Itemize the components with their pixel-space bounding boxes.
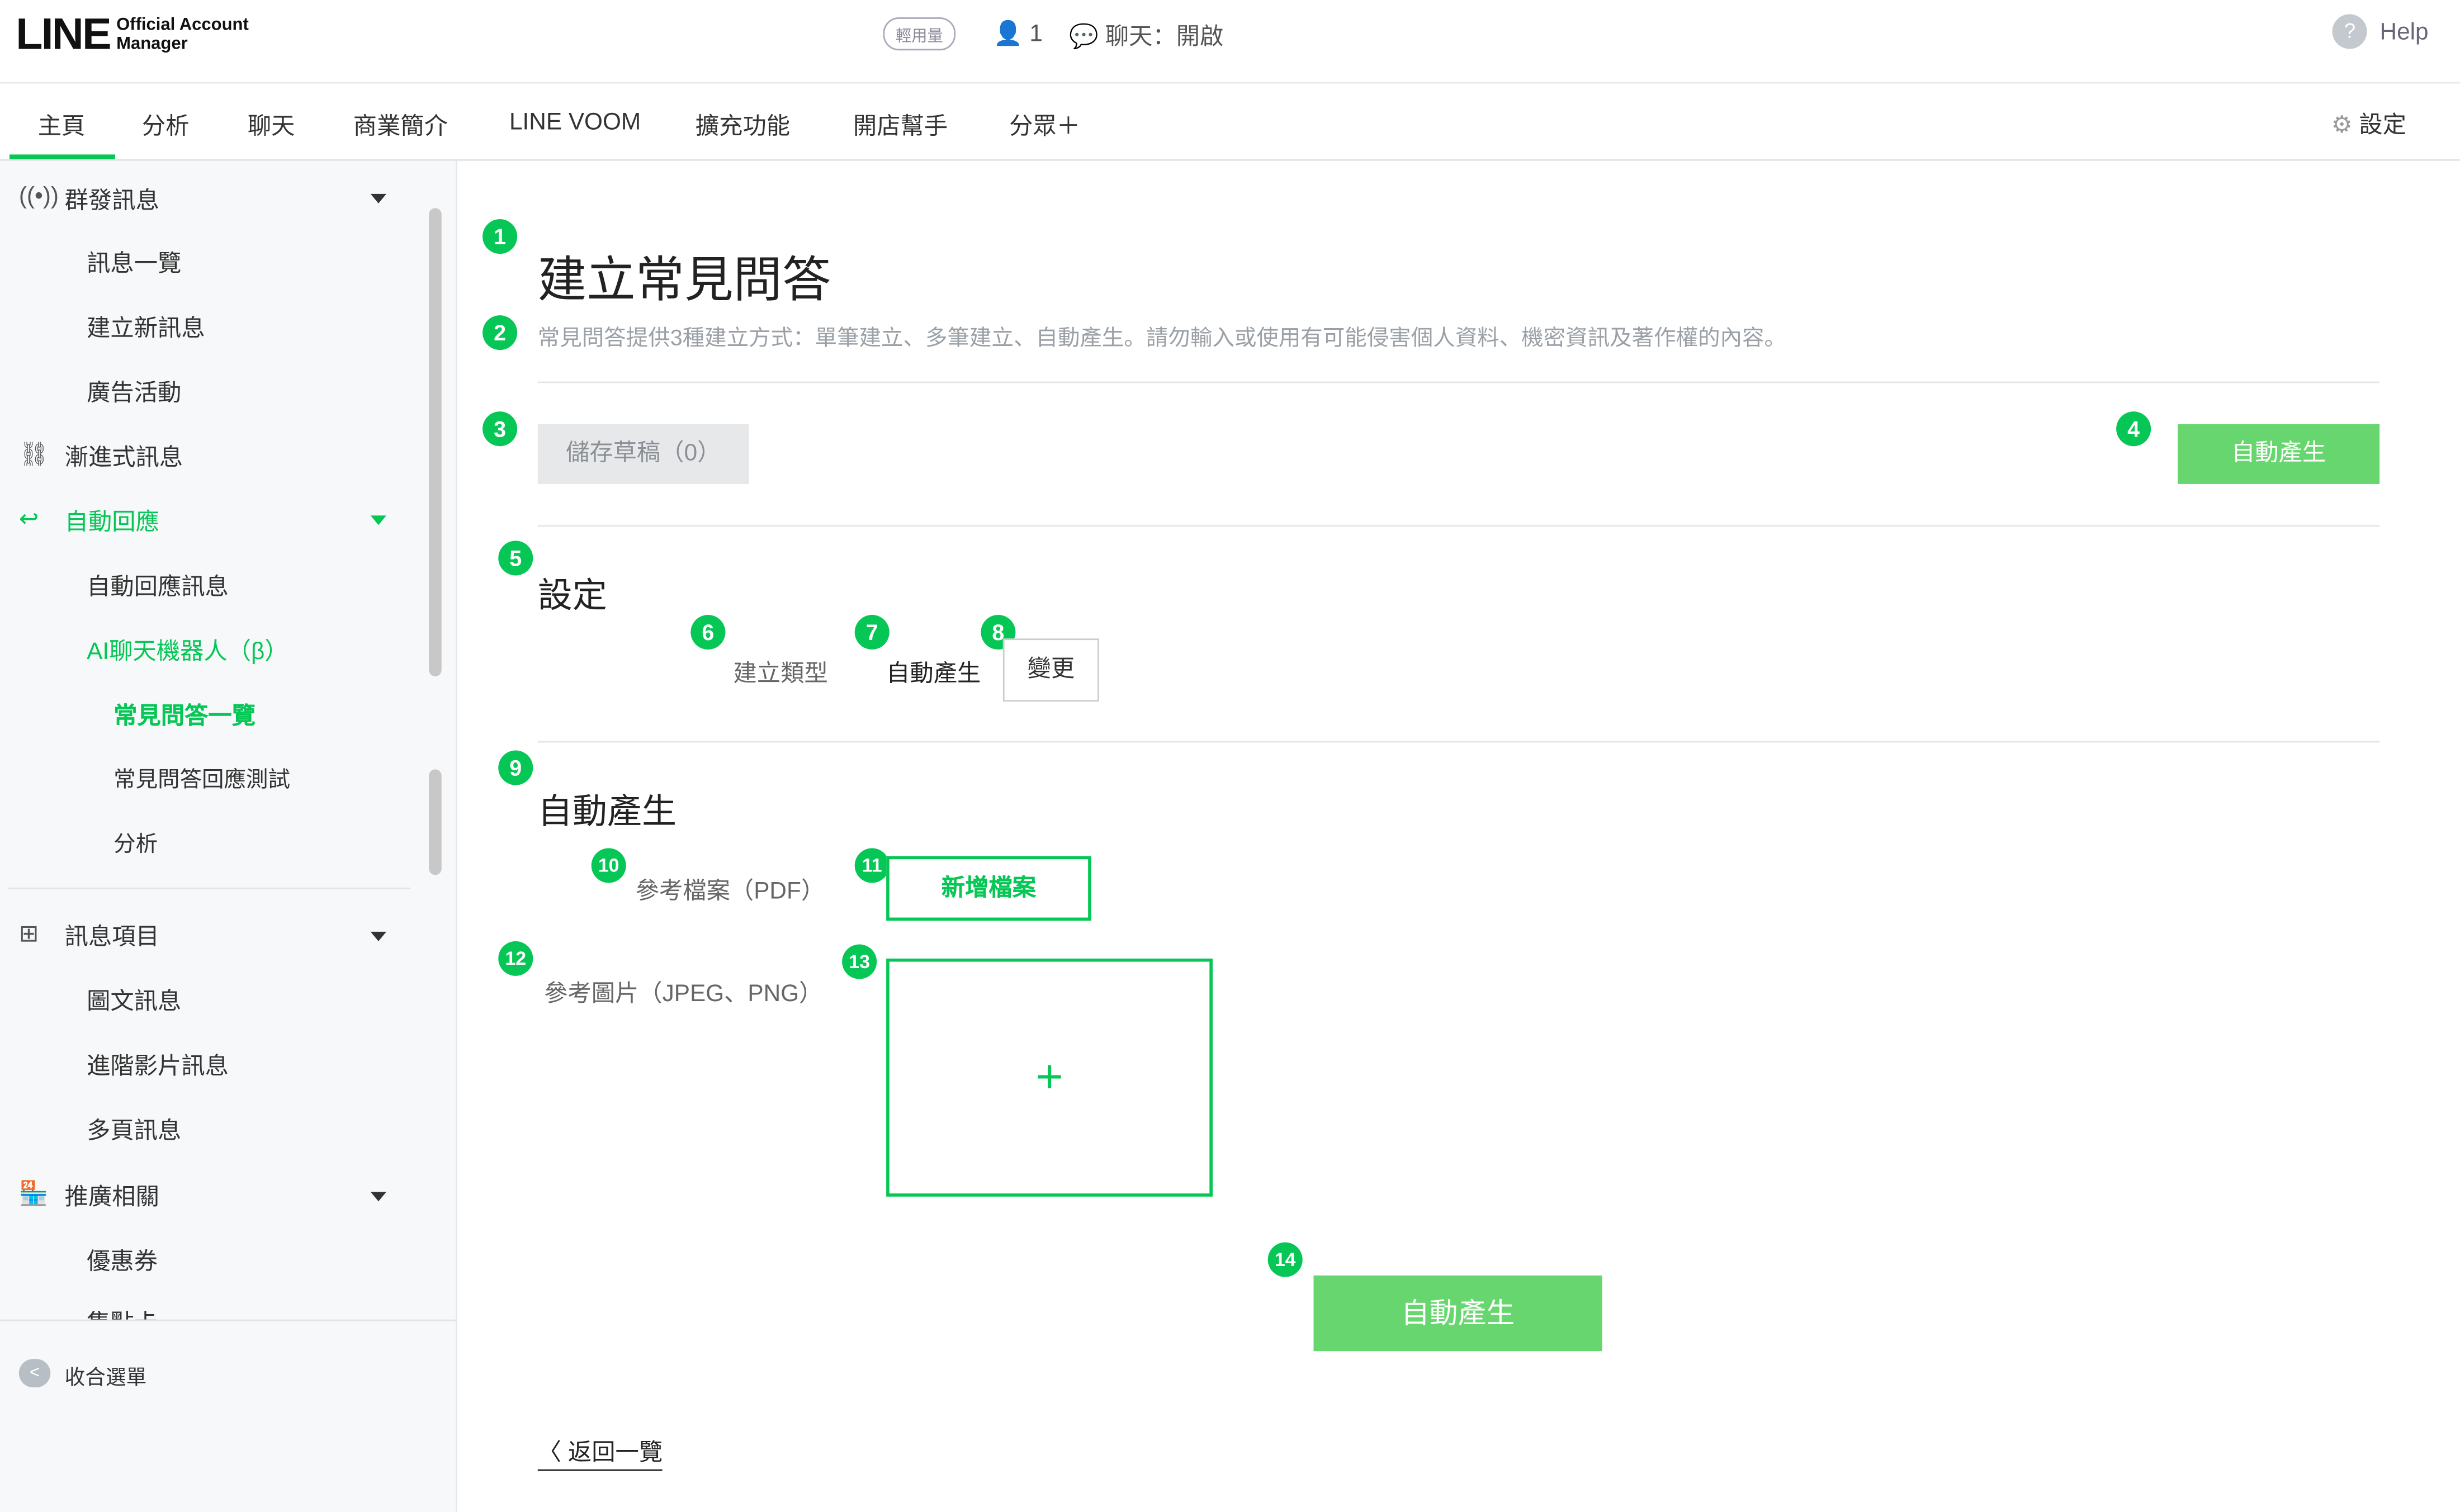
reply-icon: ↩ — [18, 506, 39, 533]
friends-count: 👤 1 — [993, 20, 1043, 48]
step-message-icon: ⛓ — [18, 441, 49, 468]
sidebar-item-new-message[interactable]: 建立新訊息 — [87, 315, 205, 343]
image-upload-area[interactable]: + — [886, 958, 1213, 1197]
annotation-badge: 11 — [854, 848, 890, 883]
annotation-badge: 7 — [854, 614, 890, 650]
sidebar-item-message-items[interactable]: 訊息項目 — [64, 923, 159, 951]
sidebar-item-faq-test[interactable]: 常見問答回應測試 — [113, 766, 290, 791]
page-description: 常見問答提供3種建立方式：單筆建立、多筆建立、自動產生。請勿輸入或使用有可能侵害… — [537, 325, 1787, 350]
sidebar-item-auto-reply[interactable]: 自動回應 — [64, 509, 159, 536]
change-button[interactable]: 變更 — [1002, 638, 1099, 702]
annotation-badge: 6 — [690, 614, 726, 650]
annotation-badge: 8 — [981, 614, 1016, 650]
chevron-left-icon: < — [18, 1359, 51, 1388]
help-link[interactable]: ?Help — [2332, 14, 2429, 49]
create-type-label: 建立類型 — [733, 660, 828, 688]
reference-file-label: 參考檔案（PDF） — [635, 878, 825, 905]
annotation-badge: 13 — [842, 944, 877, 979]
auto-generate-button[interactable]: 自動產生 — [1313, 1275, 1602, 1352]
chevron-down-icon[interactable] — [370, 515, 387, 525]
annotation-badge: 1 — [482, 219, 518, 254]
sidebar: ((•)) 群發訊息 訊息一覽 建立新訊息 廣告活動 ⛓ 漸進式訊息 ↩ 自動回… — [0, 160, 457, 1512]
reference-image-label: 參考圖片（JPEG、PNG） — [544, 980, 823, 1008]
chevron-left-icon: 〈 — [537, 1439, 562, 1467]
sidebar-item-analysis[interactable]: 分析 — [113, 831, 158, 856]
scrollbar[interactable] — [429, 208, 442, 676]
sidebar-item-message-list[interactable]: 訊息一覽 — [87, 250, 182, 278]
scrollbar[interactable] — [429, 769, 442, 875]
sidebar-item-faq-list[interactable]: 常見問答一覽 — [113, 703, 256, 730]
chat-status[interactable]: 💬 聊天：開啟 — [1069, 23, 1224, 51]
shop-icon: 🏪 — [18, 1181, 49, 1208]
sidebar-item-coupon[interactable]: 優惠券 — [87, 1248, 158, 1276]
annotation-badge: 3 — [482, 411, 518, 447]
help-icon: ? — [2332, 14, 2367, 49]
sidebar-item-video-message[interactable]: 進階影片訊息 — [87, 1053, 229, 1080]
active-tab-indicator — [9, 154, 115, 159]
tab-chat[interactable]: 聊天 — [247, 113, 295, 141]
sidebar-item-step-message[interactable]: 漸進式訊息 — [64, 444, 183, 472]
tab-analysis[interactable]: 分析 — [141, 113, 190, 141]
tab-shop-helper[interactable]: 開店幫手 — [853, 113, 948, 141]
add-file-button[interactable]: 新增檔案 — [886, 856, 1091, 921]
annotation-badge: 4 — [2116, 411, 2151, 447]
tab-segments[interactable]: 分眾＋ — [1009, 113, 1081, 141]
broadcast-icon: ((•)) — [18, 183, 59, 210]
create-type-value: 自動產生 — [886, 660, 981, 688]
chevron-down-icon[interactable] — [370, 931, 387, 941]
sidebar-item-auto-reply-message[interactable]: 自動回應訊息 — [87, 573, 229, 601]
tab-voom[interactable]: LINE VOOM — [509, 108, 641, 136]
annotation-badge: 2 — [482, 315, 518, 350]
chat-icon: 💬 — [1069, 23, 1099, 51]
annotation-badge: 14 — [1267, 1242, 1303, 1277]
annotation-badge: 5 — [498, 541, 533, 576]
page-title: 建立常見問答 — [537, 252, 831, 307]
annotation-badge: 9 — [498, 750, 533, 785]
plus-icon: + — [1035, 1050, 1063, 1103]
divider — [8, 887, 410, 889]
message-item-icon: ⊞ — [18, 921, 39, 948]
main-nav: 主頁 分析 聊天 商業簡介 LINE VOOM 擴充功能 開店幫手 分眾＋ ⚙ … — [0, 83, 2460, 161]
collapse-menu[interactable]: < 收合選單 — [0, 1319, 456, 1510]
sidebar-item-reward-card[interactable]: 集點卡 — [87, 1305, 158, 1320]
plan-badge: 輕用量 — [883, 17, 956, 51]
auto-generate-top-button[interactable]: 自動產生 — [2178, 424, 2380, 484]
sidebar-item-ai-bot[interactable]: AI聊天機器人（β） — [87, 638, 288, 666]
chevron-down-icon[interactable] — [370, 1192, 387, 1202]
sidebar-item-broadcast[interactable]: 群發訊息 — [64, 187, 159, 215]
save-draft-button[interactable]: 儲存草稿（0） — [537, 424, 749, 484]
sidebar-item-ad-campaign[interactable]: 廣告活動 — [87, 380, 182, 407]
annotation-badge: 12 — [498, 941, 533, 976]
sidebar-item-card-message[interactable]: 多頁訊息 — [87, 1117, 182, 1145]
tab-home[interactable]: 主頁 — [37, 113, 86, 141]
divider — [537, 525, 2380, 527]
auto-generate-heading: 自動產生 — [537, 791, 677, 831]
divider — [537, 381, 2380, 383]
sidebar-item-rich-message[interactable]: 圖文訊息 — [87, 988, 182, 1016]
divider — [537, 741, 2380, 743]
settings-heading: 設定 — [537, 575, 607, 615]
back-to-list-link[interactable]: 〈 返回一覽 — [537, 1435, 663, 1471]
annotation-badge: 10 — [591, 848, 626, 883]
settings-link[interactable]: ⚙ 設定 — [2331, 112, 2407, 139]
tab-extensions[interactable]: 擴充功能 — [695, 113, 791, 141]
tab-profile[interactable]: 商業簡介 — [353, 113, 448, 141]
sidebar-item-promotion[interactable]: 推廣相關 — [64, 1184, 159, 1211]
chevron-down-icon[interactable] — [370, 193, 387, 203]
gear-icon: ⚙ — [2331, 112, 2353, 139]
user-icon: 👤 — [993, 20, 1023, 48]
